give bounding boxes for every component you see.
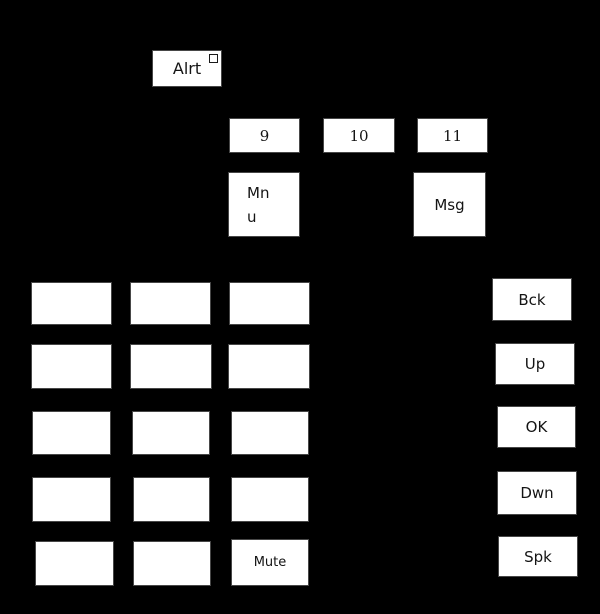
menu-key-button[interactable]: Mn u [228, 172, 300, 237]
mute-key-label: Mute [253, 554, 287, 570]
mute-key-button[interactable]: Mute [231, 539, 309, 586]
blank-key-button[interactable] [231, 477, 309, 522]
small-square-indicator-icon [209, 54, 218, 63]
ok-key-label: OK [525, 418, 548, 436]
back-key-button[interactable]: Bck [492, 278, 572, 321]
blank-key-button[interactable] [32, 411, 111, 455]
ok-key-button[interactable]: OK [497, 406, 576, 448]
blank-key-button[interactable] [228, 344, 310, 389]
alrt-key-label: Alrt [172, 58, 202, 78]
alrt-key-button[interactable]: Alrt [152, 50, 222, 87]
blank-key-button[interactable] [231, 411, 309, 455]
msg-key-button[interactable]: Msg [413, 172, 486, 237]
speaker-key-label: Spk [524, 547, 552, 566]
blank-key-button[interactable] [35, 541, 114, 586]
blank-key-button[interactable] [31, 344, 112, 389]
line-key-10-button[interactable]: 10 [323, 118, 395, 153]
blank-key-button[interactable] [130, 344, 212, 389]
blank-key-button[interactable] [31, 282, 112, 325]
blank-key-button[interactable] [133, 541, 211, 586]
blank-key-button[interactable] [130, 282, 211, 325]
line-key-9-label: 9 [259, 126, 270, 145]
msg-key-label: Msg [434, 195, 465, 214]
back-key-label: Bck [518, 290, 546, 309]
up-key-label: Up [524, 355, 546, 373]
menu-key-label: Mn u [247, 183, 270, 226]
down-key-label: Dwn [520, 484, 554, 502]
line-key-9-button[interactable]: 9 [229, 118, 300, 153]
line-key-11-label: 11 [442, 126, 463, 145]
line-key-11-button[interactable]: 11 [417, 118, 488, 153]
blank-key-button[interactable] [229, 282, 310, 325]
down-key-button[interactable]: Dwn [497, 471, 577, 515]
blank-key-button[interactable] [32, 477, 111, 522]
line-key-10-label: 10 [349, 126, 369, 145]
up-key-button[interactable]: Up [495, 343, 575, 385]
speaker-key-button[interactable]: Spk [498, 536, 578, 577]
blank-key-button[interactable] [132, 411, 210, 455]
blank-key-button[interactable] [133, 477, 210, 522]
